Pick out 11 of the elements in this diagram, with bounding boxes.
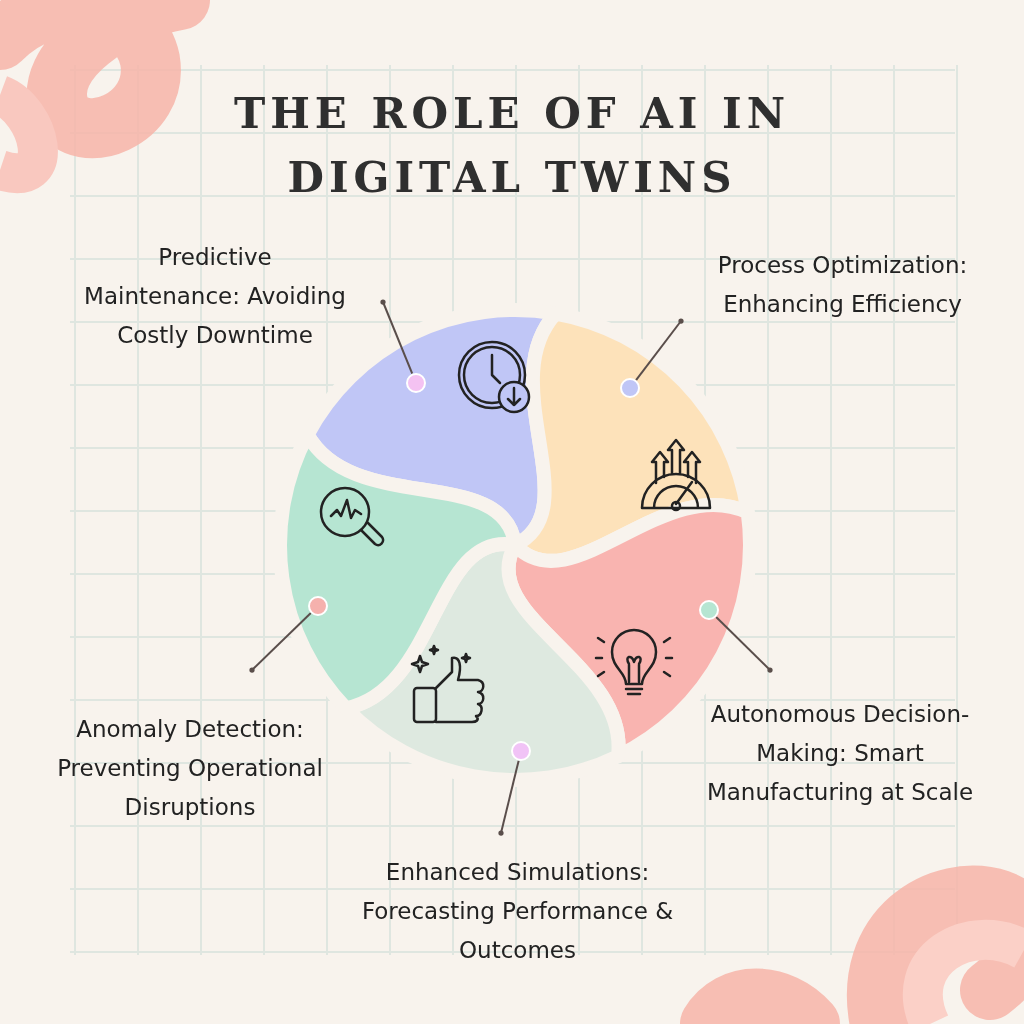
label-text: Predictive Maintenance: Avoiding Costly Downtime — [83, 243, 347, 350]
leader-line — [715, 616, 773, 673]
label-text: Process Optimization: Enhancing Efficiency — [716, 251, 969, 319]
leader-line — [498, 759, 520, 836]
leader-line — [635, 318, 684, 382]
label-text: Enhanced Simulations: Forecasting Performance & Outcomes — [360, 858, 675, 965]
leader-line — [380, 299, 414, 375]
label-text: Autonomous Decision-Making: Smart Manufacturing at Scale — [705, 700, 975, 807]
title: THE ROLE OF AI IN DIGITAL TWINS — [232, 88, 792, 204]
leader-line — [249, 611, 312, 673]
label-text: Anomaly Detection: Preventing Operational Disruptions — [56, 715, 324, 822]
